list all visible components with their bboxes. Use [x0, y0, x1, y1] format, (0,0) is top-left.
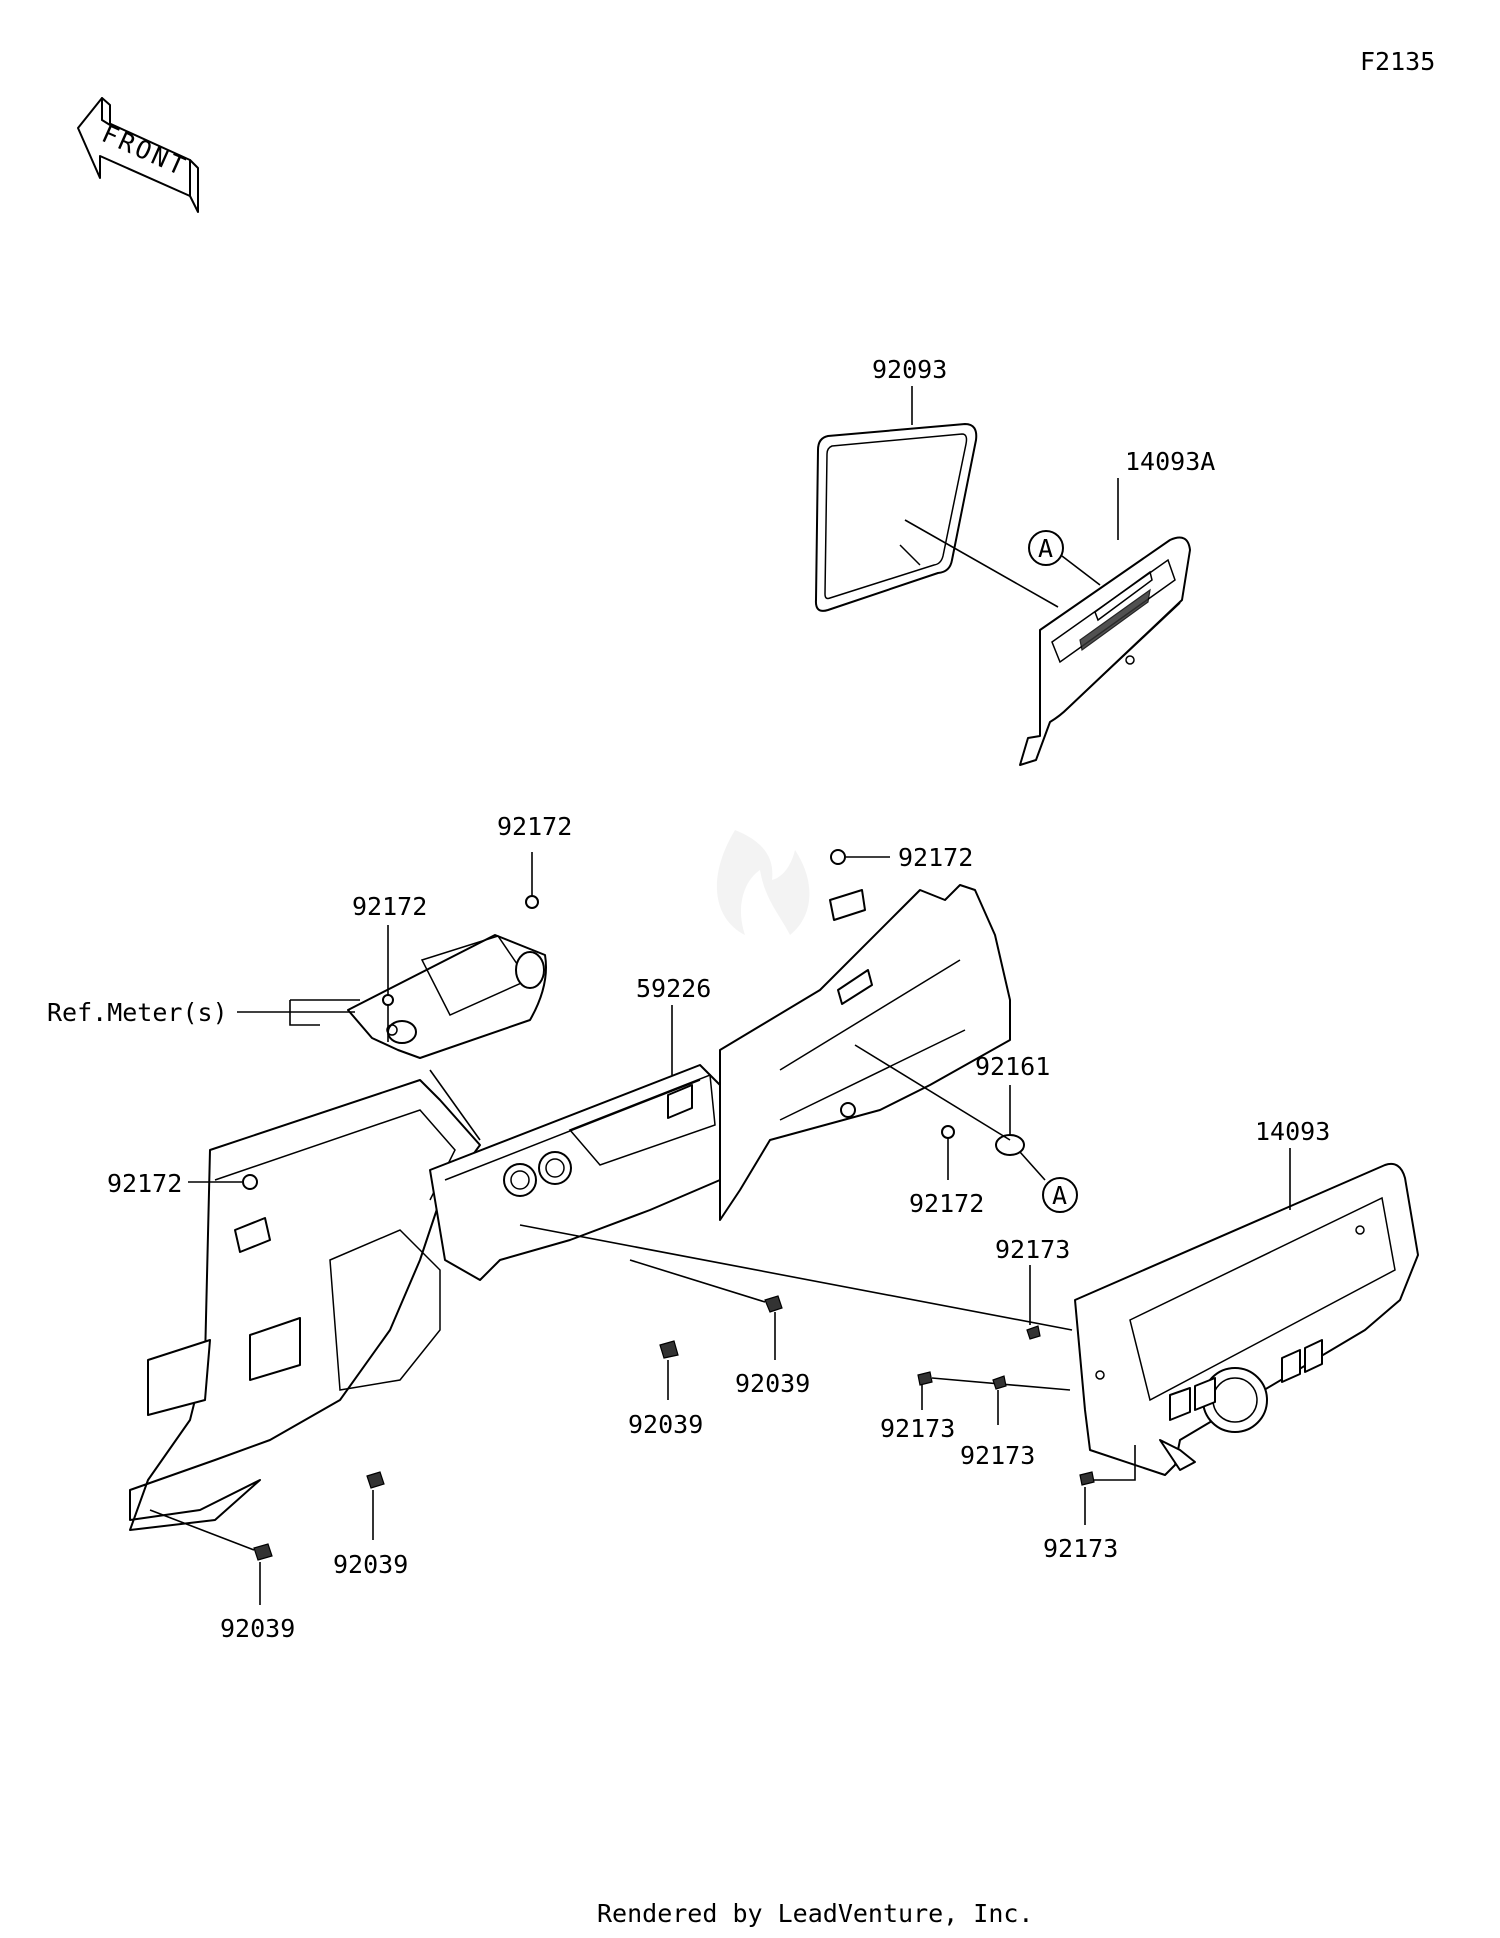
- label-92172-c: 92172: [898, 843, 973, 872]
- figure-code: F2135: [1360, 47, 1435, 76]
- clip-92173-b: [917, 1371, 933, 1386]
- label-92172-d: 92172: [107, 1169, 182, 1198]
- grommet-92161: [995, 1134, 1025, 1156]
- screw-92172-e: [941, 1125, 955, 1139]
- label-92172-a: 92172: [497, 812, 572, 841]
- reference-mark-a-top-label: A: [1038, 534, 1053, 563]
- leader-92173-d-panel: [1094, 1445, 1136, 1481]
- leadventure-watermark: [716, 830, 810, 935]
- leader-panel-to-grommet: [854, 1044, 1011, 1141]
- screw-92172-c: [830, 849, 846, 865]
- part-92093-gasket: [814, 423, 978, 612]
- label-ref-meter: Ref.Meter(s): [47, 998, 228, 1027]
- nut-92172-a: [525, 895, 539, 909]
- label-92173-c: 92173: [960, 1441, 1035, 1470]
- footer-credit: Rendered by LeadVenture, Inc.: [597, 1899, 1034, 1928]
- part-59226-dash-panel: [129, 884, 1011, 1531]
- reference-mark-a-top: [1028, 530, 1064, 566]
- leader-ref-meter-bracket: [289, 999, 360, 1026]
- leader-92039-d-panel: [149, 1509, 255, 1551]
- label-92173-b: 92173: [880, 1414, 955, 1443]
- leader-bracket-to-panel: [429, 1069, 481, 1141]
- label-92173-d: 92173: [1043, 1534, 1118, 1563]
- leader-panel-to-14093: [519, 1224, 1073, 1331]
- leader-ref-a-bottom: [1019, 1151, 1046, 1181]
- label-92093: 92093: [872, 355, 947, 384]
- label-92039-c: 92039: [333, 1550, 408, 1579]
- leader-92093: [904, 519, 1059, 608]
- label-92039-b: 92039: [628, 1410, 703, 1439]
- screw-92172-d: [242, 1174, 258, 1190]
- clip-92039-b: [659, 1340, 679, 1359]
- label-92161: 92161: [975, 1052, 1050, 1081]
- clip-92039-c: [366, 1471, 385, 1489]
- label-59226: 59226: [636, 974, 711, 1003]
- screw-92172-b: [382, 994, 394, 1006]
- part-14093-right-cover: [1074, 1162, 1419, 1476]
- clip-92173-a: [1026, 1325, 1041, 1340]
- clip-92039-d: [253, 1543, 273, 1561]
- clip-92173-c: [992, 1375, 1007, 1390]
- label-92172-b: 92172: [352, 892, 427, 921]
- label-92039-a: 92039: [735, 1369, 810, 1398]
- leader-ref-a-top: [1061, 555, 1101, 586]
- clip-92039-a: [764, 1295, 783, 1313]
- label-92173-a: 92173: [995, 1235, 1070, 1264]
- part-meter-bracket: [347, 934, 547, 1059]
- label-14093: 14093: [1255, 1117, 1330, 1146]
- leader-92039-a-panel: [629, 1259, 766, 1303]
- reference-mark-a-bottom: [1042, 1177, 1078, 1213]
- label-92039-d: 92039: [220, 1614, 295, 1643]
- label-92172-e: 92172: [909, 1189, 984, 1218]
- clip-92173-d: [1079, 1471, 1095, 1486]
- label-14093A: 14093A: [1125, 447, 1215, 476]
- front-direction-arrow-icon: FRONT: [77, 97, 199, 213]
- reference-mark-a-bottom-label: A: [1052, 1181, 1067, 1210]
- part-14093A-glovebox-lid: [1019, 536, 1191, 766]
